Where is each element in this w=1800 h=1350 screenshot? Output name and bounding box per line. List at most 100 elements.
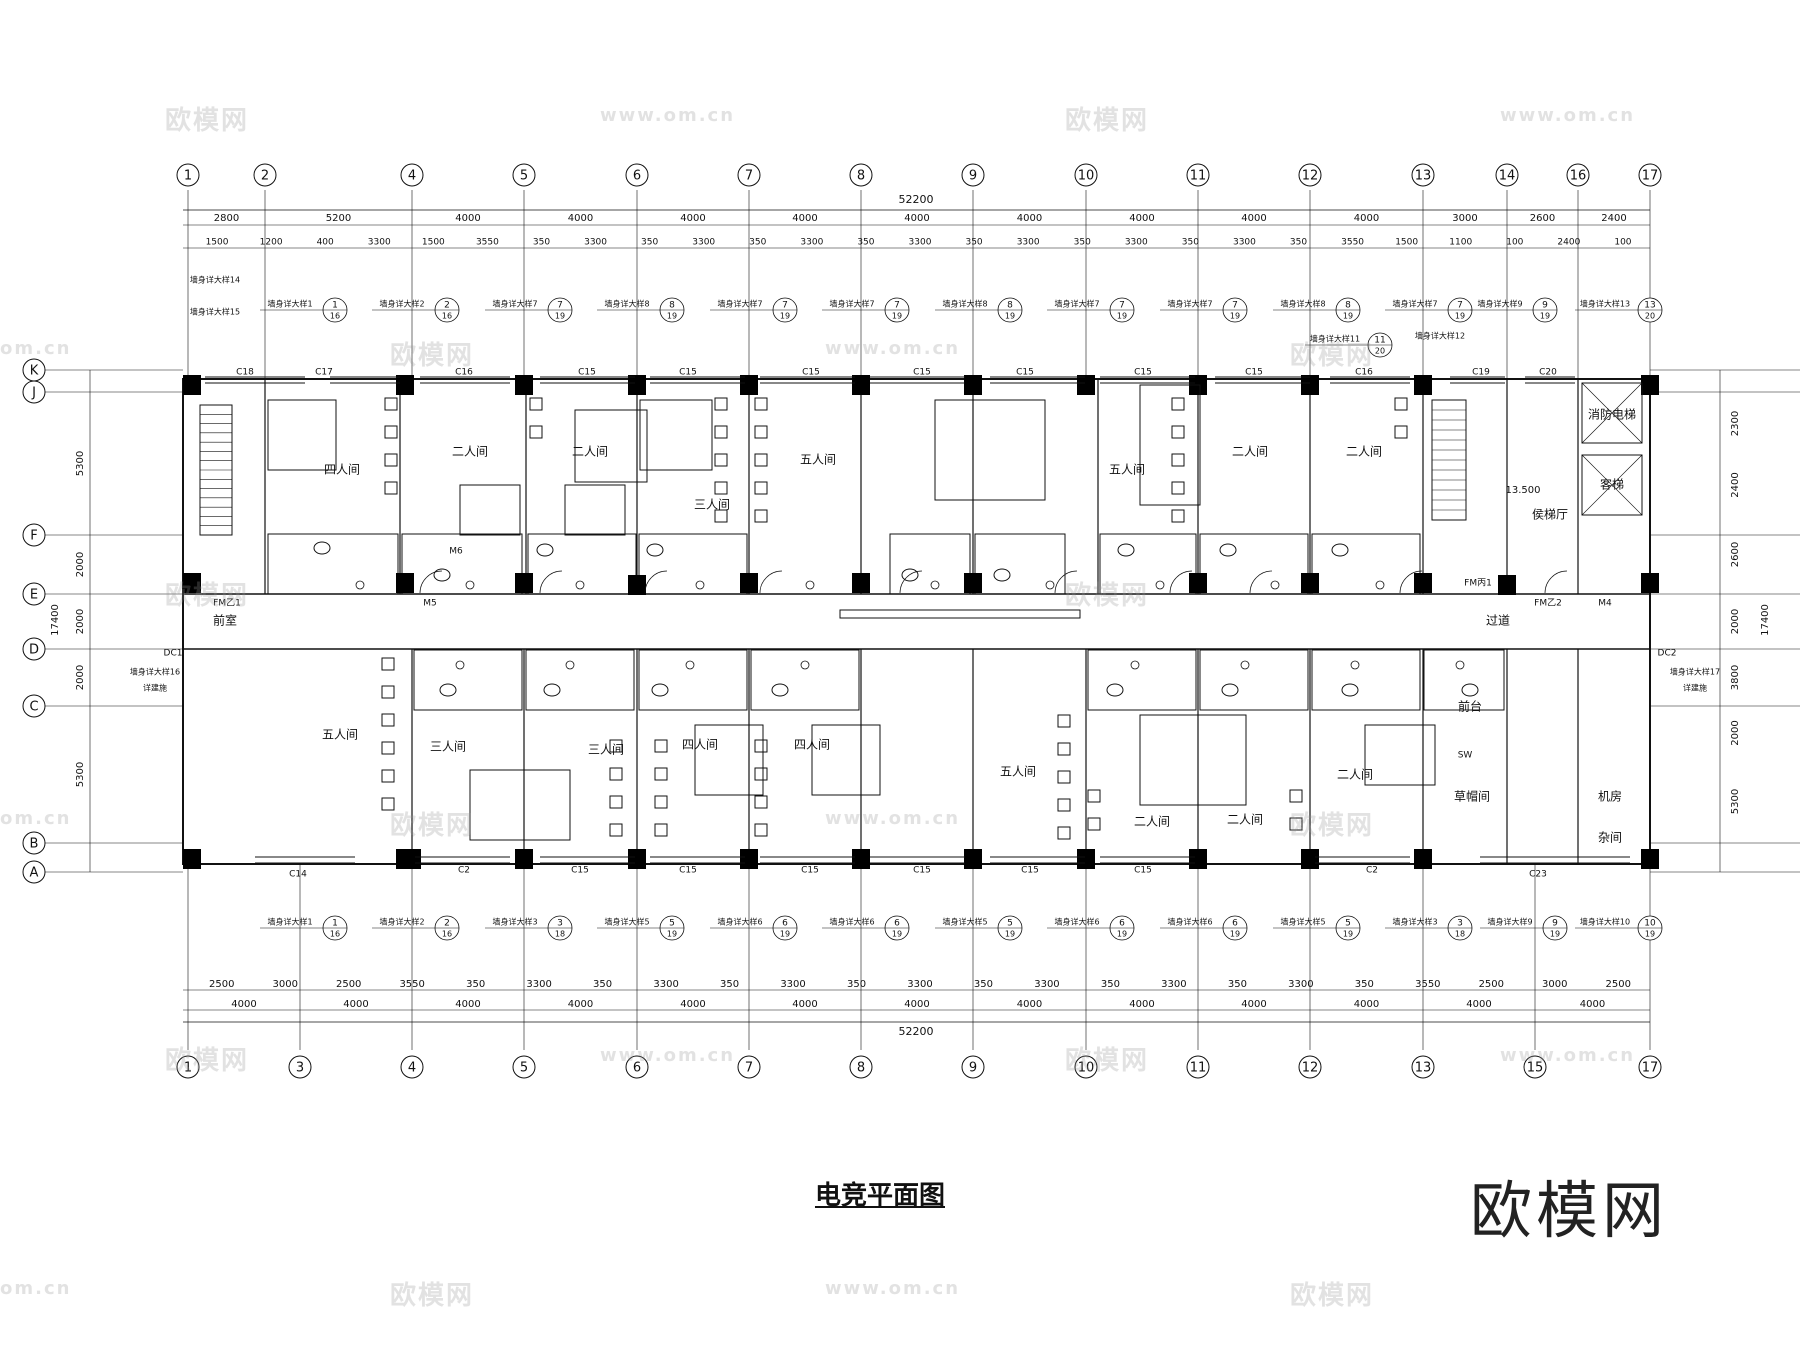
chair-icon bbox=[1171, 397, 1185, 411]
top-axis-bubble bbox=[1566, 163, 1590, 187]
watermark: www.om.cn bbox=[600, 105, 736, 126]
top-dim-row2: 100 bbox=[1614, 238, 1631, 248]
detail-ref-num: 9 bbox=[1542, 301, 1548, 311]
bathroom bbox=[638, 649, 748, 711]
left-axis-bubble bbox=[22, 637, 46, 661]
bathroom bbox=[1099, 533, 1197, 595]
bottom-axis-label: 3 bbox=[296, 1061, 304, 1076]
detail-ref-label: 墙身详大样6 bbox=[717, 917, 762, 927]
bed bbox=[934, 399, 1046, 501]
bed bbox=[694, 724, 764, 796]
top-dim-row2: 2400 bbox=[1557, 238, 1580, 248]
detail-ref-label: 墙身详大样6 bbox=[829, 917, 874, 927]
left-total: 17400 bbox=[50, 604, 61, 636]
detail-ref-label: 墙身详大样9 bbox=[1477, 299, 1522, 309]
sink-icon bbox=[565, 660, 575, 670]
window-tag: C15 bbox=[1134, 866, 1152, 876]
top-dim-row2: 350 bbox=[533, 238, 550, 248]
bottom-dim-row1: 2500 bbox=[1606, 979, 1631, 990]
window-tag: C15 bbox=[1021, 866, 1039, 876]
watermark: www.om.cn bbox=[825, 808, 961, 829]
chair-icon bbox=[754, 739, 768, 753]
detail-ref-num: 7 bbox=[1119, 301, 1125, 311]
detail-ref-num: 1 bbox=[332, 301, 338, 311]
detail-ref-num: 7 bbox=[557, 301, 563, 311]
bottom-axis-label: 5 bbox=[520, 1061, 528, 1076]
structural-column bbox=[1641, 375, 1659, 395]
chair-icon bbox=[609, 739, 623, 753]
top-dim-row2: 100 bbox=[1506, 238, 1523, 248]
chair-icon bbox=[1057, 826, 1071, 840]
bottom-dim-row1: 3300 bbox=[1288, 979, 1313, 990]
structural-column bbox=[628, 375, 646, 395]
door-tag: DC2 bbox=[1658, 649, 1677, 659]
bathroom bbox=[1423, 649, 1505, 711]
detail-ref-num: 7 bbox=[1457, 301, 1463, 311]
structural-column bbox=[628, 849, 646, 869]
room-label-north: 侯梯厅 bbox=[1532, 508, 1568, 522]
top-dim-row2: 350 bbox=[1182, 238, 1199, 248]
chair-icon bbox=[1057, 742, 1071, 756]
chair-icon bbox=[714, 397, 728, 411]
bathroom bbox=[267, 533, 399, 595]
window-tag: C15 bbox=[1134, 368, 1152, 378]
top-axis-bubble bbox=[1495, 163, 1519, 187]
bottom-axis-bubble bbox=[737, 1055, 761, 1079]
sink-icon bbox=[805, 580, 815, 590]
bottom-dim-row1: 3000 bbox=[1542, 979, 1567, 990]
door-tag: FM乙1 bbox=[213, 598, 241, 609]
sink-icon bbox=[930, 580, 940, 590]
top-dim-row2: 350 bbox=[641, 238, 658, 248]
bottom-dim-row1: 3300 bbox=[1034, 979, 1059, 990]
chair-icon bbox=[384, 425, 398, 439]
structural-column bbox=[183, 375, 201, 395]
chair-icon bbox=[754, 425, 768, 439]
structural-column bbox=[852, 375, 870, 395]
right-dim: 2000 bbox=[1730, 720, 1741, 745]
chair-icon bbox=[1394, 425, 1408, 439]
sink-icon bbox=[1375, 580, 1385, 590]
detail-ref-label: 墙身详大样11 bbox=[1310, 334, 1360, 344]
bottom-dim-row1: 3550 bbox=[399, 979, 424, 990]
window-tag: C17 bbox=[315, 368, 333, 378]
elevator-x bbox=[1581, 382, 1643, 444]
sink-icon bbox=[1045, 580, 1055, 590]
bed bbox=[459, 484, 521, 536]
top-axis-label: 1 bbox=[184, 169, 192, 184]
detail-ref-sheet: 19 bbox=[667, 930, 677, 939]
bottom-dim-row1: 350 bbox=[1355, 979, 1374, 990]
detail-ref-sheet: 16 bbox=[442, 930, 452, 939]
chair-icon bbox=[654, 767, 668, 781]
bottom-dim-row2: 4000 bbox=[455, 999, 480, 1010]
right-detail-ref: 墙身详大样12 bbox=[1415, 331, 1465, 341]
detail-ref-num: 1 bbox=[332, 919, 338, 929]
top-dim-row1: 2800 bbox=[214, 213, 239, 224]
window-tag: C15 bbox=[913, 368, 931, 378]
plan-title: 电竞平面图 bbox=[814, 1181, 945, 1211]
structural-column bbox=[1301, 375, 1319, 395]
toilet-icon bbox=[1117, 543, 1135, 557]
bottom-axis-label: 1 bbox=[184, 1061, 192, 1076]
detail-ref-num: 2 bbox=[444, 919, 450, 929]
sink-icon bbox=[355, 580, 365, 590]
door-tag: M4 bbox=[1598, 599, 1612, 609]
detail-ref-sheet: 19 bbox=[1230, 312, 1240, 321]
structural-column bbox=[740, 573, 758, 593]
bottom-axis-bubble bbox=[1186, 1055, 1210, 1079]
toilet-icon bbox=[1461, 683, 1479, 697]
window-tag: C14 bbox=[289, 870, 307, 880]
left-detail-ref: 墙身详大样16 bbox=[130, 667, 180, 677]
left-axis-label: F bbox=[30, 529, 37, 544]
detail-ref-num: 6 bbox=[1232, 919, 1238, 929]
bed bbox=[564, 484, 626, 536]
structural-column bbox=[852, 849, 870, 869]
bottom-axis-bubble bbox=[400, 1055, 424, 1079]
window-tag: C20 bbox=[1539, 368, 1557, 378]
room-label-north: 四人间 bbox=[324, 463, 360, 477]
chair-icon bbox=[1289, 817, 1303, 831]
structural-column bbox=[515, 375, 533, 395]
top-dim-row2: 3300 bbox=[368, 238, 391, 248]
room-label-south: 三人间 bbox=[588, 743, 624, 757]
detail-ref-label: 墙身详大样5 bbox=[1280, 917, 1325, 927]
detail-ref-num: 7 bbox=[782, 301, 788, 311]
